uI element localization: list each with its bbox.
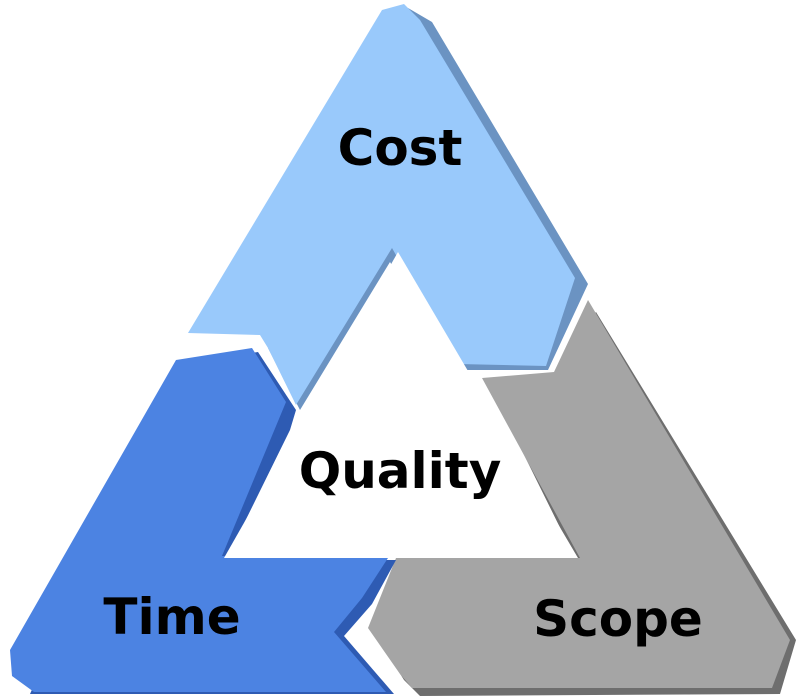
time-segment-shape [10, 348, 388, 692]
time-label: Time [103, 588, 240, 646]
scope-segment-shape [368, 300, 790, 688]
quality-center: Quality [224, 252, 578, 558]
cost-segment: Cost [188, 4, 588, 410]
scope-segment: Scope [368, 300, 796, 696]
cost-label: Cost [338, 119, 463, 177]
cost-segment-shape [188, 4, 575, 405]
quality-label: Quality [299, 442, 502, 500]
scope-label: Scope [533, 590, 703, 648]
quality-triangle [224, 252, 578, 558]
time-segment: Time [10, 348, 396, 694]
